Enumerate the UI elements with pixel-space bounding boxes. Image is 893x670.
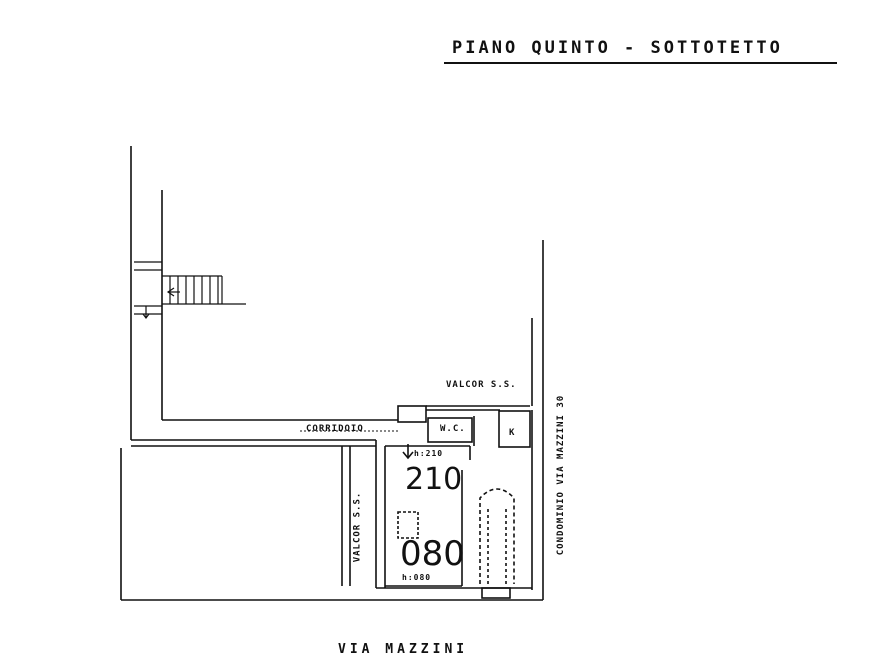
label-wc: W.C. [440,424,466,434]
label-valcor-top: VALCOR S.S. [446,380,517,390]
chimney-block [397,405,427,423]
dormer-outline [479,488,515,584]
wc-room [427,417,473,443]
title-underline [444,62,837,64]
label-k: K [509,428,516,438]
kitchen-box [498,410,531,448]
label-h-top: h:210 [414,449,444,458]
handwritten-height-bottom: 080 [400,534,465,574]
handwritten-height-top: 210 [405,462,463,497]
small-dashed-box [397,511,419,539]
bottom-opening [481,587,511,599]
plan-title: PIANO QUINTO - SOTTOTETTO [452,38,783,58]
label-corridoio: CORRIDOIO [306,424,364,434]
stair [134,261,246,319]
label-h-bottom: h:080 [402,573,432,582]
label-condominio: CONDOMINIO VIA MAZZINI 30 [556,394,567,556]
label-valcor-left: VALCOR S.S. [352,491,363,563]
street-label: VIA MAZZINI [338,642,469,657]
